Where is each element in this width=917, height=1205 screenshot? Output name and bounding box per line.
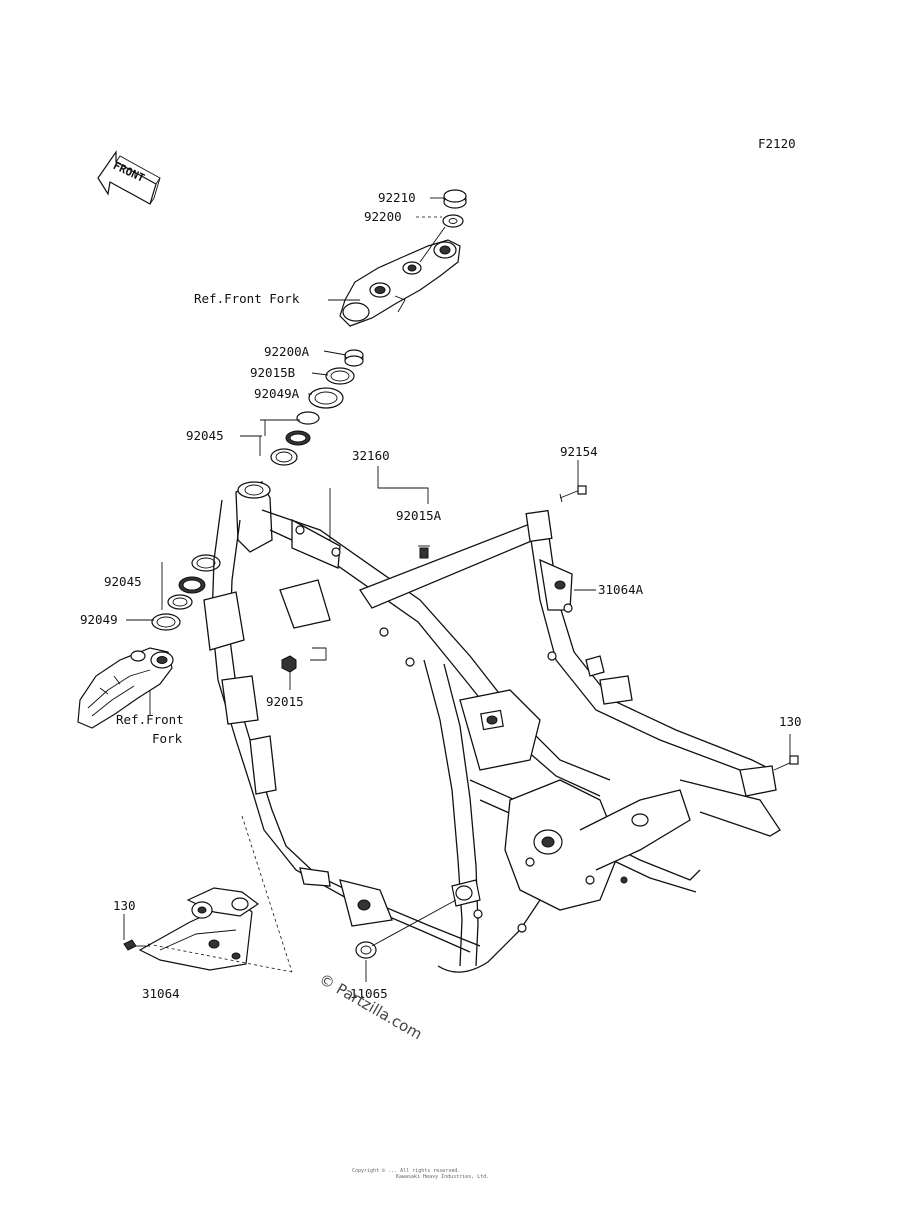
callout-92045-low: 92045 [104, 574, 142, 589]
callout-92015A: 92015A [396, 508, 442, 523]
callout-92154: 92154 [560, 444, 598, 459]
callout-92210: 92210 [378, 190, 416, 205]
callout-130-left: 130 [113, 898, 136, 913]
steering-stem-nut [443, 189, 467, 209]
leader-lines [123, 197, 791, 982]
callout-92049: 92049 [80, 612, 118, 627]
callout-92015: 92015 [266, 694, 304, 709]
lower-fork-bracket [77, 647, 174, 729]
frame-plug-11065 [355, 941, 377, 959]
callout-ref-front-fork-top: Ref.Front Fork [194, 291, 300, 306]
callout-ref-front-fork-low-1: Ref.Front [116, 712, 184, 727]
nut-92015 [281, 655, 297, 673]
upper-bearing [270, 411, 320, 466]
lower-bearing [167, 554, 221, 610]
stem-collar [344, 349, 364, 367]
callout-92200A: 92200A [264, 344, 310, 359]
callout-31064A: 31064A [598, 582, 644, 597]
front-direction-arrow-icon: FRONT [97, 150, 161, 205]
upper-dust-seal [308, 387, 344, 409]
callout-92045-top: 92045 [186, 428, 224, 443]
main-frame [203, 481, 781, 973]
footer-line-2: Kawasaki Heavy Industries, Ltd. [396, 1174, 489, 1180]
bolt-92154 [559, 485, 587, 503]
lower-dust-seal [151, 613, 181, 631]
upper-fork-bracket [339, 239, 461, 327]
callout-92049A: 92049A [254, 386, 300, 401]
callout-ref-front-fork-low-2: Fork [152, 731, 183, 746]
bolt-92015A [418, 545, 430, 559]
footer-line-1: Copyright © ... All rights reserved. [352, 1168, 460, 1174]
bolt-130-right [773, 755, 799, 771]
engine-bracket-31064 [123, 887, 260, 971]
callout-92200: 92200 [364, 209, 402, 224]
stem-washer [442, 214, 464, 228]
watermark: © Partzilla.com [316, 970, 425, 1043]
callout-130-right: 130 [779, 714, 802, 729]
callout-11065: 11065 [350, 986, 388, 1001]
figure-code: F2120 [758, 136, 796, 151]
upper-seal [325, 367, 355, 385]
callout-32160: 32160 [352, 448, 390, 463]
callout-31064: 31064 [142, 986, 180, 1001]
callout-92015B: 92015B [250, 365, 295, 380]
